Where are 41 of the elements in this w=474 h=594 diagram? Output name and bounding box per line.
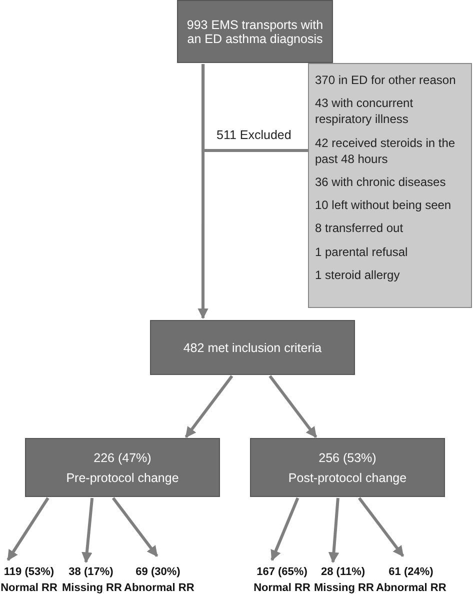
- arrow: [6, 497, 50, 561]
- box-text: 993 EMS transports with an ED asthma diagnosis: [186, 18, 324, 46]
- outcome-text: 28 (11%): [320, 565, 366, 580]
- outcome-text: Normal RR: [0, 581, 58, 594]
- exclusion-reason: 1 steroid allergy: [315, 266, 401, 283]
- exclusion-reason: 42 received steroids in the past 48 hours: [315, 134, 456, 167]
- process-box: [177, 0, 333, 63]
- arrow: [328, 498, 340, 564]
- exclusion-reason: 8 transferred out: [315, 220, 404, 236]
- outcome-text: Missing RR: [314, 581, 372, 594]
- exclusion-reason: 10 left without being seen: [315, 197, 452, 214]
- outcome-text: 69 (30%): [134, 565, 182, 580]
- connector-line: [202, 64, 308, 152]
- outcome-text: 167 (65%): [256, 565, 308, 580]
- arrow: [184, 375, 234, 438]
- arrow: [270, 497, 300, 561]
- process-box: [150, 320, 355, 375]
- process-box: [25, 438, 220, 497]
- exclusion-reason: 1 parental refusal: [315, 244, 409, 260]
- box-text: 256 (53%): [318, 450, 376, 464]
- arrow: [112, 497, 158, 557]
- exclusion-reason: 43 with concurrent respiratory illness: [315, 95, 414, 128]
- exclusion-box: [308, 63, 472, 308]
- outcome-text: 119 (53%): [2, 565, 56, 580]
- arrow: [82, 498, 94, 564]
- process-box: [250, 438, 445, 497]
- box-text: Post-protocol change: [288, 470, 407, 484]
- box-text: 226 (47%): [94, 450, 152, 464]
- arrow: [358, 497, 404, 557]
- outcome-text: 61 (24%): [388, 565, 434, 580]
- outcome-text: 38 (17%): [68, 565, 114, 580]
- box-text: 482 met inclusion criteria: [183, 340, 322, 354]
- outcome-text: Missing RR: [62, 581, 120, 594]
- outcome-text: Abnormal RR: [376, 581, 446, 594]
- outcome-text: Normal RR: [252, 581, 312, 594]
- outcome-text: Abnormal RR: [124, 581, 192, 594]
- arrow: [268, 375, 318, 438]
- exclusion-reason: 36 with chronic diseases: [315, 174, 447, 190]
- edge-label: 511 Excluded: [214, 128, 294, 142]
- box-text: Pre-protocol change: [66, 470, 179, 484]
- exclusion-reason: 370 in ED for other reason: [315, 72, 457, 88]
